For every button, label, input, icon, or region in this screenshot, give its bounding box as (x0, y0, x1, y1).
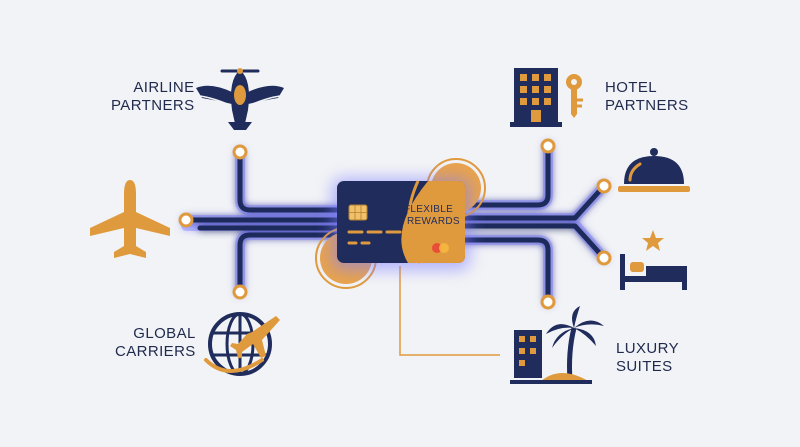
card-title: FLEXIBLE REWARDS (404, 204, 460, 227)
callout-line (399, 266, 500, 356)
label-global-carriers: GLOBAL CARRIERS (115, 325, 196, 361)
node-hotel (540, 138, 556, 154)
rewards-card: FLEXIBLE REWARDS (332, 178, 470, 270)
card-chip (348, 204, 368, 221)
trace-global (237, 232, 343, 295)
label-luxury-line1: LUXURY (616, 340, 679, 357)
propeller-plane-wings-icon (196, 68, 284, 130)
label-airline-line2: PARTNERS (111, 97, 195, 114)
palm-resort-icon (510, 306, 604, 384)
node-global (232, 284, 248, 300)
trace-suite (459, 223, 607, 261)
label-luxury-suites: LUXURY SUITES (616, 340, 679, 376)
circuit-traces (181, 141, 609, 307)
label-luxury-line2: SUITES (616, 358, 673, 375)
label-hotel-line2: PARTNERS (605, 97, 689, 114)
label-global-line2: CARRIERS (115, 343, 196, 360)
connector-nodes (178, 138, 612, 310)
hotel-key-icon (510, 68, 583, 127)
node-airline (232, 144, 248, 160)
card-network-logo (432, 243, 449, 253)
label-hotel-line1: HOTEL (605, 79, 658, 96)
trace-service (459, 183, 607, 221)
label-airline-line1: AIRLINE (133, 79, 195, 96)
trace-resort (459, 237, 551, 305)
card-line1: FLEXIBLE (404, 204, 453, 215)
service-bell-icon (618, 148, 690, 192)
airplane-icon (90, 180, 170, 258)
trace-hotel (459, 143, 551, 208)
label-hotel-partners: HOTEL PARTNERS (605, 79, 689, 115)
card-line2: REWARDS (407, 216, 460, 227)
label-airline-partners: AIRLINE PARTNERS (111, 79, 195, 115)
node-service (596, 178, 612, 194)
globe-plane-icon (204, 312, 280, 376)
bed-star-icon (620, 230, 687, 290)
node-suite (596, 250, 612, 266)
trace-airline (237, 149, 343, 213)
card-number (347, 230, 421, 245)
node-resort (540, 294, 556, 310)
label-global-line1: GLOBAL (133, 325, 196, 342)
node-jet (178, 212, 194, 228)
